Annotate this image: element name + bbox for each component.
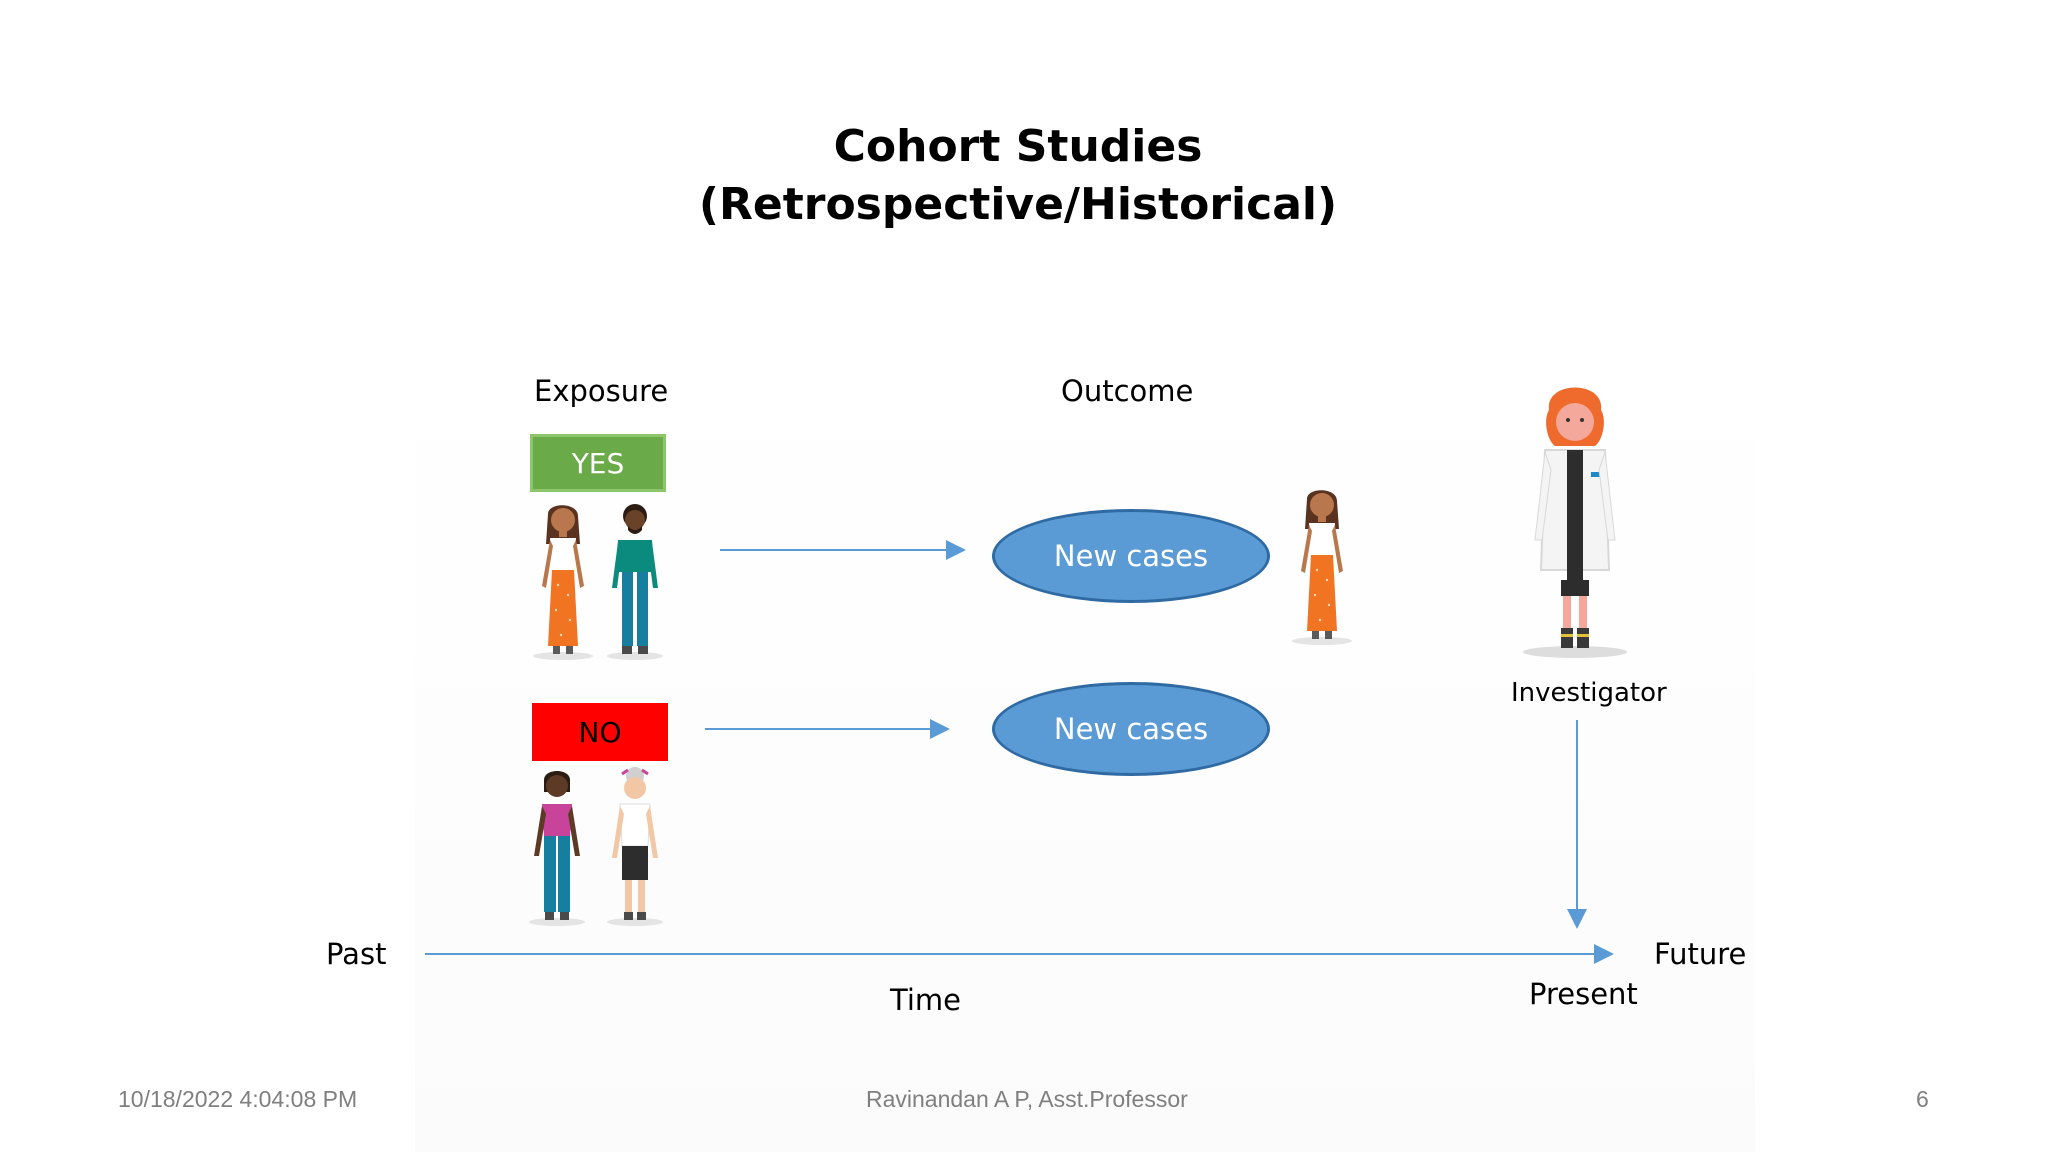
- footer-page-number: 6: [1916, 1086, 1929, 1112]
- no-box: NO: [532, 703, 668, 761]
- investigator-label: Investigator: [1511, 678, 1667, 708]
- new-cases-unexposed: New cases: [992, 682, 1270, 776]
- yes-box: YES: [530, 434, 666, 492]
- footer-author: Ravinandan A P, Asst.Professor: [866, 1086, 1188, 1112]
- present-label: Present: [1529, 977, 1638, 1011]
- person-new-case-icon: [1292, 490, 1352, 645]
- new-cases-exposed: New cases: [992, 509, 1270, 603]
- future-label: Future: [1654, 937, 1747, 971]
- investigator-doctor-icon: [1523, 387, 1627, 658]
- title-line-2: (Retrospective/Historical): [698, 179, 1338, 230]
- exposure-header: Exposure: [534, 374, 669, 408]
- outcome-header: Outcome: [1061, 374, 1194, 408]
- person-woman-orange-skirt-icon: [533, 505, 593, 660]
- person-man-teal-icon: [607, 504, 663, 660]
- slide-title: Cohort Studies (Retrospective/Historical…: [0, 118, 2036, 234]
- time-label: Time: [890, 983, 961, 1017]
- person-woman-pink-icon: [529, 771, 585, 926]
- person-elderly-icon: [607, 767, 663, 926]
- footer-date: 10/18/2022 4:04:08 PM: [118, 1086, 358, 1112]
- title-line-1: Cohort Studies: [833, 121, 1203, 172]
- past-label: Past: [326, 937, 387, 971]
